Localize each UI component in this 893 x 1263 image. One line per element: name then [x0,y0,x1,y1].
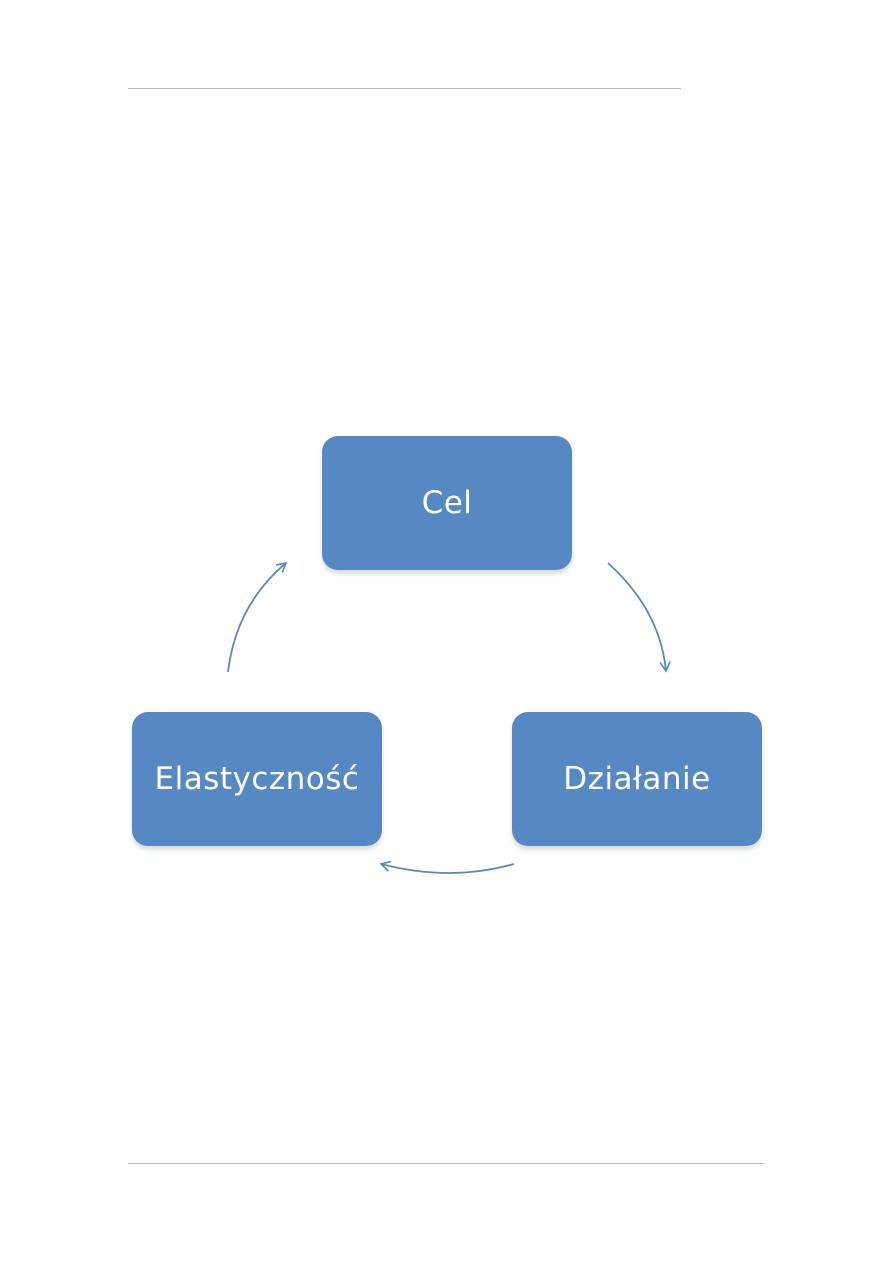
arrow-cel-to-dzialanie [607,562,671,673]
header-rule [128,88,681,89]
arrow-elastycznosc-to-cel [227,561,288,673]
node-dzialanie: Działanie [512,712,762,846]
node-dzialanie-label: Działanie [563,761,711,797]
footer-rule [128,1163,764,1164]
node-elastycznosc-label: Elastyczność [154,761,360,797]
node-cel: Cel [322,436,572,570]
arrow-dzialanie-to-elastycznosc [379,860,515,874]
node-elastycznosc: Elastyczność [132,712,382,846]
node-cel-label: Cel [421,485,473,521]
